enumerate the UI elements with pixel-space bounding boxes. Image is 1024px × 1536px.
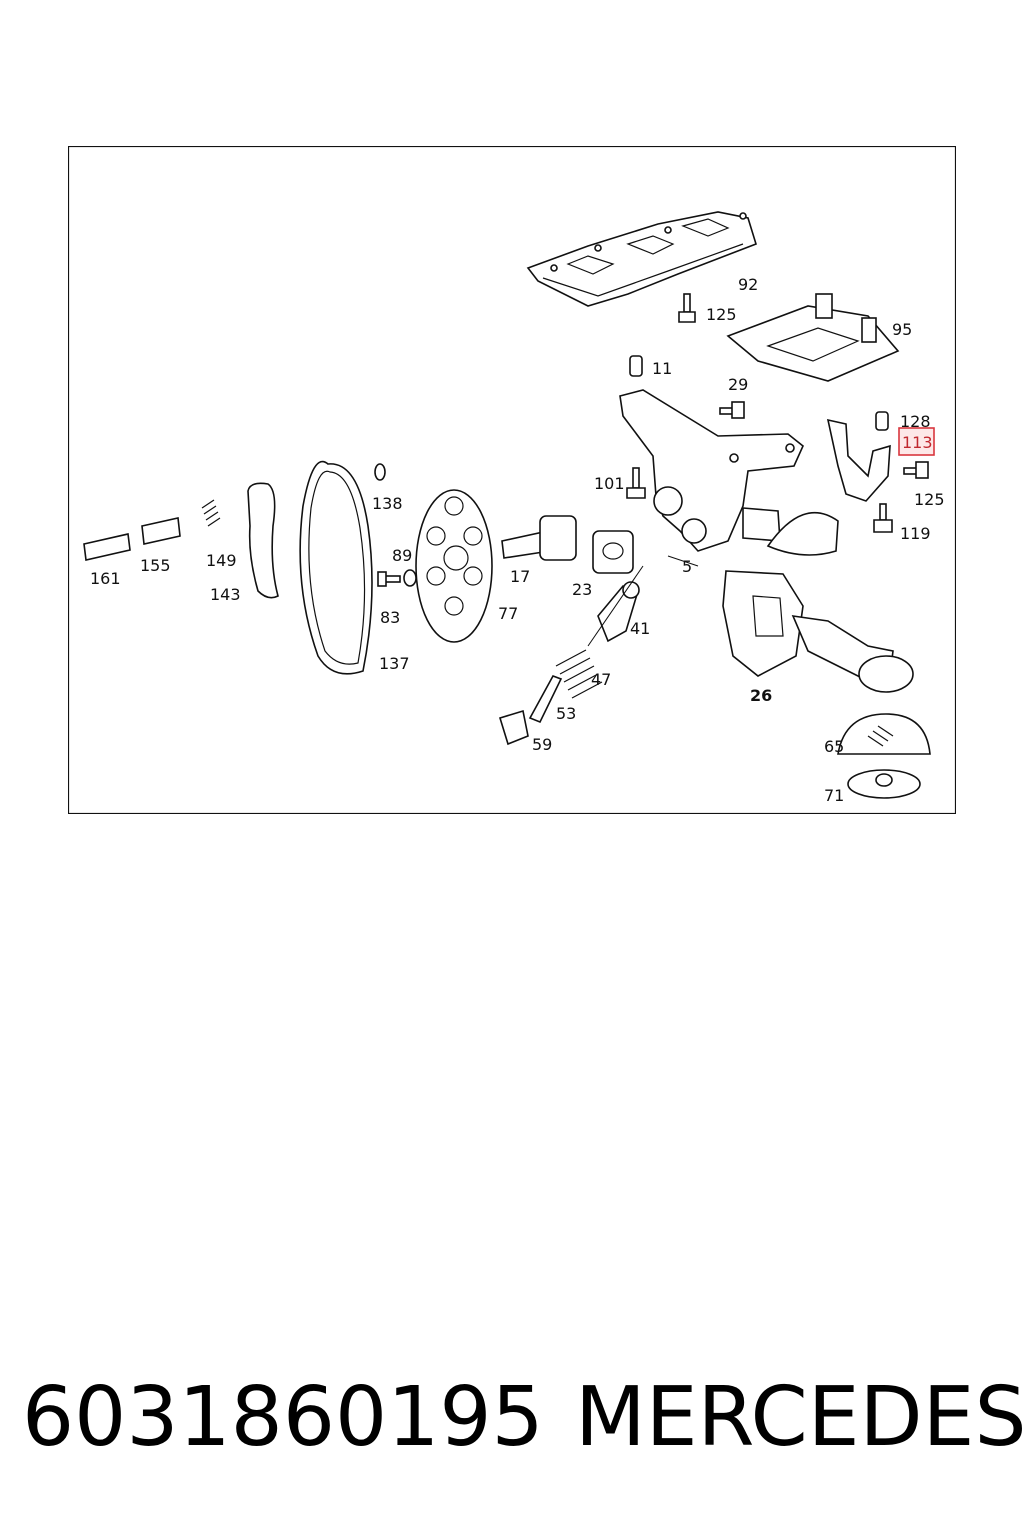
callout-77: 77	[498, 604, 518, 623]
callout-65: 65	[824, 737, 844, 756]
highlight-box-113	[898, 427, 935, 456]
part-26-suction-pipe	[722, 570, 914, 693]
part-113-bracket	[826, 418, 891, 502]
part-125-bolt-upper	[678, 293, 696, 323]
part-23-gear	[592, 530, 634, 574]
brand-name: MERCEDES	[575, 1370, 1024, 1465]
part-47-spring	[555, 649, 603, 699]
part-11-sleeve	[629, 355, 643, 377]
callout-53: 53	[556, 704, 576, 723]
callout-23: 23	[572, 580, 592, 599]
callout-113: 113	[902, 433, 933, 452]
part-143-tensioner-rail	[247, 482, 279, 599]
part-77-sprocket	[415, 489, 493, 643]
callout-149: 149	[206, 551, 237, 570]
callout-17: 17	[510, 567, 530, 586]
part-138-link	[374, 463, 386, 481]
callout-101: 101	[594, 474, 625, 493]
callout-137: 137	[379, 654, 410, 673]
callout-92: 92	[738, 275, 758, 294]
callout-26: 26	[750, 686, 772, 705]
callout-119: 119	[900, 524, 931, 543]
callout-161: 161	[90, 569, 121, 588]
part-137-chain	[299, 460, 373, 675]
part-128-sleeve	[875, 411, 889, 431]
part-65-dome	[837, 713, 931, 755]
callout-47: 47	[591, 670, 611, 689]
callout-5: 5	[682, 557, 692, 576]
part-41-piston	[597, 581, 640, 643]
part-125-bolt-lower	[903, 461, 929, 479]
part-155-sleeve	[141, 517, 181, 545]
callout-95: 95	[892, 320, 912, 339]
part-53-pin	[528, 675, 563, 724]
part-119-bolt	[873, 503, 893, 533]
part-95-bracket	[726, 293, 900, 382]
callout-89: 89	[392, 546, 412, 565]
callout-143: 143	[210, 585, 241, 604]
part-161-pin	[83, 533, 131, 561]
part-71-disc	[847, 769, 921, 799]
part-101-bolt	[626, 467, 646, 499]
part-89-washer	[403, 569, 417, 587]
part-59-plug	[498, 709, 529, 746]
part-5-oil-pump	[619, 389, 839, 556]
callout-155: 155	[140, 556, 171, 575]
part-number: 6031860195	[22, 1370, 544, 1465]
callout-29: 29	[728, 375, 748, 394]
part-92-cover-plate	[526, 211, 757, 307]
callout-41: 41	[630, 619, 650, 638]
callout-128: 128	[900, 412, 931, 431]
leader-5	[667, 555, 699, 567]
callout-59: 59	[532, 735, 552, 754]
parts-diagram: 92 125 95 11 29 128 113 125 119 101 138 …	[68, 146, 956, 814]
callout-125-lower: 125	[914, 490, 945, 509]
part-149-spring	[201, 499, 221, 527]
callout-138: 138	[372, 494, 403, 513]
callout-11: 11	[652, 359, 672, 378]
part-83-bolt	[377, 571, 401, 587]
part-29-bolt	[719, 401, 745, 419]
callout-71: 71	[824, 786, 844, 805]
callout-83: 83	[380, 608, 400, 627]
diagram-border	[68, 146, 956, 814]
callout-125-upper: 125	[706, 305, 737, 324]
part-17-shaft-gear	[501, 515, 577, 561]
leader-41	[587, 565, 644, 647]
